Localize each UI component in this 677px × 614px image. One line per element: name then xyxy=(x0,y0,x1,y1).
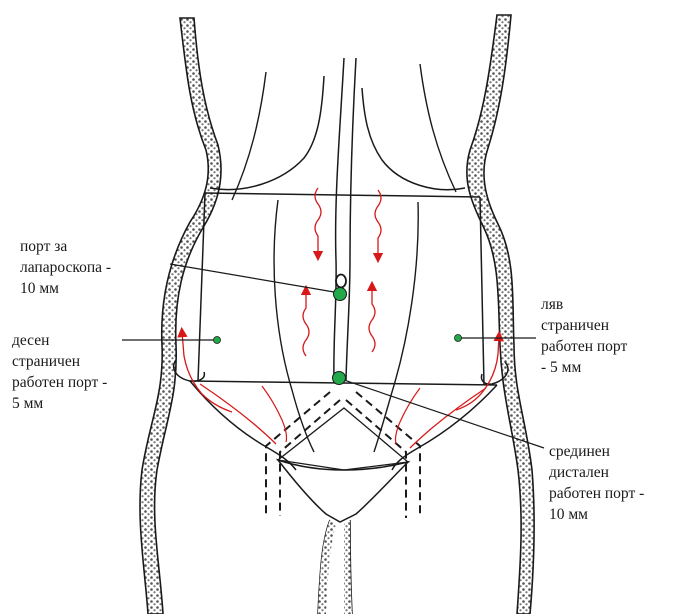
umbilicus xyxy=(336,275,346,288)
left-working-port-label: ляв страничен работен порт - 5 мм xyxy=(541,294,627,378)
arrow-lower-right-curve xyxy=(410,388,486,448)
arrow-mid-right xyxy=(369,286,375,352)
right-dashed-guide xyxy=(356,392,420,518)
right-rectus-line xyxy=(374,202,418,452)
right-working-port-label: десен страничен работен порт - 5 мм xyxy=(12,330,107,414)
right-chest-line xyxy=(420,64,456,192)
leader-laparoscope xyxy=(170,264,334,292)
midline-right-edge xyxy=(346,58,356,380)
right-working-port-marker xyxy=(214,337,221,344)
right-side-iliac-crest xyxy=(174,360,205,381)
left-working-port-marker xyxy=(455,335,462,342)
pubic-diamond xyxy=(278,408,408,470)
right-inguinal-line xyxy=(392,385,497,470)
right-rib-fold xyxy=(362,88,465,190)
midline-left-edge xyxy=(334,58,344,380)
arrow-far-right xyxy=(456,336,499,410)
arrow-upper-right xyxy=(375,190,381,258)
arrow-upper-left xyxy=(315,188,321,256)
laparoscope-port-marker xyxy=(334,288,347,301)
laparoscope-port-label: порт за лапароскопа - 10 мм xyxy=(20,236,111,299)
distal-working-port-marker xyxy=(333,372,346,385)
upper-horizontal-line xyxy=(205,193,480,197)
distal-working-port-label: срединен дистален работен порт - 10 мм xyxy=(549,441,644,525)
left-flank-outline xyxy=(140,18,221,614)
arrow-lower-left-curve xyxy=(200,384,276,444)
left-rib-fold xyxy=(210,76,324,190)
arrow-mid-left xyxy=(303,290,309,356)
right-flank-outline xyxy=(467,15,534,614)
left-chest-line xyxy=(232,72,266,200)
